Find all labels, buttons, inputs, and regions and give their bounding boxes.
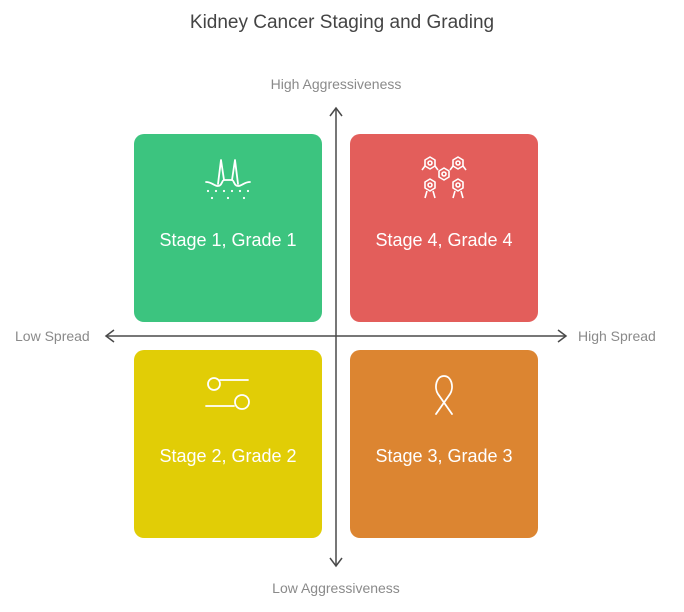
quadrant-top-left: Stage 1, Grade 1 [134, 134, 322, 322]
quadrant-label: Stage 1, Grade 1 [159, 230, 297, 250]
awareness-ribbon-icon [435, 375, 453, 415]
quadrant-bottom-left: Stage 2, Grade 2 [134, 350, 322, 538]
quadrant-top-right: Stage 4, Grade 4 [350, 134, 538, 322]
axis-label-right: High Spread [578, 328, 656, 344]
quadrant-label: Stage 3, Grade 3 [375, 446, 513, 466]
left-arrowhead [104, 329, 115, 343]
quadrant-bottom-right: Stage 3, Grade 3 [350, 350, 538, 538]
quadrant-label: Stage 4, Grade 4 [375, 230, 513, 250]
right-arrowhead [557, 329, 568, 343]
quadrant-label: Stage 2, Grade 2 [159, 446, 297, 466]
axis-label-bottom: Low Aggressiveness [272, 580, 400, 596]
toggle-icon [205, 377, 250, 410]
up-arrowhead [329, 106, 343, 117]
cell-cluster-icon [421, 156, 467, 199]
skin-layer-icon [205, 159, 251, 200]
axis-label-left: Low Spread [15, 328, 90, 344]
diagram-title: Kidney Cancer Staging and Grading [189, 12, 495, 33]
down-arrowhead [329, 557, 343, 568]
axis-label-top: High Aggressiveness [270, 76, 402, 92]
